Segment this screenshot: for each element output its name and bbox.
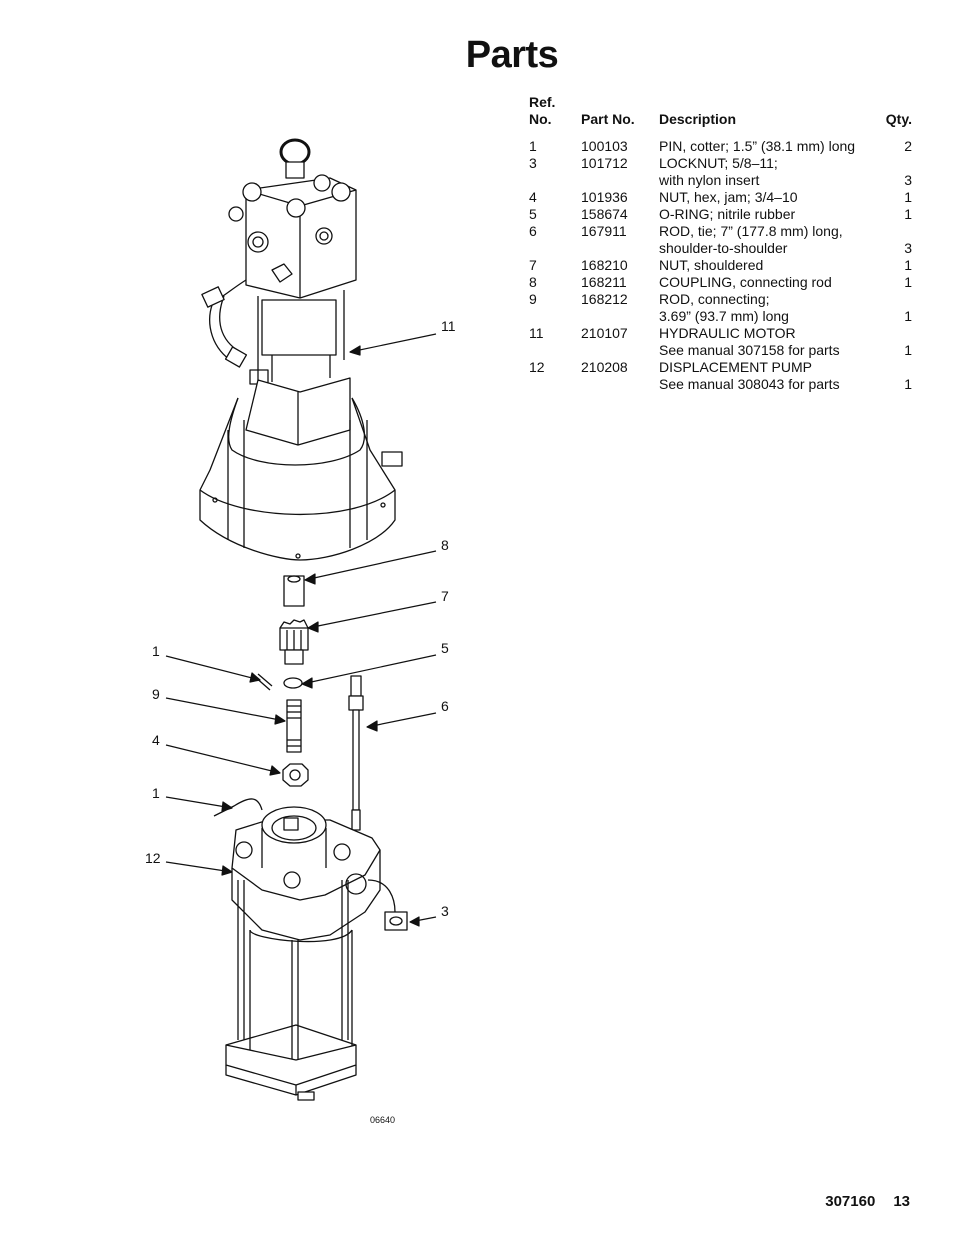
qty-cell: 2: [904, 138, 912, 154]
table-row: 9 168212 ROD, connecting;3.69” (93.7 mm) l…: [529, 291, 912, 325]
parts-table-body: 1 100103 PIN, cotter; 1.5” (38.1 mm) long 2…: [529, 138, 912, 393]
part-no-cell: 167911: [581, 223, 627, 239]
description-line: 3.69” (93.7 mm) long: [659, 308, 789, 324]
part-no-cell: 100103: [581, 138, 628, 154]
ref-no-cell: 6: [529, 223, 537, 239]
description-line: NUT, shouldered: [659, 257, 764, 273]
part-no-cell: 158674: [581, 206, 628, 222]
callout-3: 3: [441, 903, 449, 919]
page-footer: 307160 13: [807, 1193, 910, 1210]
description-line: HYDRAULIC MOTOR: [659, 325, 796, 341]
description-line: See manual 308043 for parts: [659, 376, 840, 392]
ref-no-cell: 7: [529, 257, 537, 273]
description-line: ROD, tie; 7” (177.8 mm) long,: [659, 223, 843, 239]
description-line: ROD, connecting;: [659, 291, 770, 307]
table-row: 8 168211 COUPLING, connecting rod 1: [529, 274, 912, 291]
part-no-cell: 210208: [581, 359, 628, 375]
description-cell: NUT, hex, jam; 3/4–10: [659, 189, 867, 206]
qty-cell: 1: [904, 308, 912, 324]
page-number: 13: [893, 1193, 910, 1210]
qty-cell: 1: [904, 189, 912, 205]
description-line: COUPLING, connecting rod: [659, 274, 832, 290]
callout-5: 5: [441, 640, 449, 656]
callout-6: 6: [441, 698, 449, 714]
ref-no-cell: 3: [529, 155, 537, 171]
callout-4: 4: [152, 732, 160, 748]
manual-number: 307160: [825, 1193, 876, 1210]
shouldered-nut-drawing: [279, 619, 309, 665]
part-no-cell: 168210: [581, 257, 628, 273]
description-line: with nylon insert: [659, 172, 760, 188]
table-row: 3 101712 LOCKNUT; 5/8–11;with nylon insert…: [529, 155, 912, 189]
hydraulic-motor-drawing: [199, 138, 403, 561]
qty-cell: 1: [904, 376, 912, 392]
description-line: DISPLACEMENT PUMP: [659, 359, 812, 375]
ref-no-cell: 5: [529, 206, 537, 222]
ref-no-cell: 12: [529, 359, 545, 375]
ref-no-cell: 11: [529, 325, 544, 341]
description-cell: O-RING; nitrile rubber: [659, 206, 867, 223]
exploded-parts-drawing: [165, 138, 437, 1101]
callout-11: 11: [441, 318, 456, 334]
callout-1-lower: 1: [152, 785, 160, 801]
parts-table: Ref. No. Part No. Description Qty. 1 1001…: [529, 94, 912, 393]
description-line: PIN, cotter; 1.5” (38.1 mm) long: [659, 138, 856, 154]
coupling-drawing: [283, 575, 305, 607]
description-line: LOCKNUT; 5/8–11;: [659, 155, 778, 171]
qty-cell: 3: [904, 240, 912, 256]
ref-no-cell: 1: [529, 138, 537, 154]
qty-cell: 1: [904, 342, 912, 358]
part-no-cell: 210107: [581, 325, 628, 341]
callout-7: 7: [441, 588, 449, 604]
description-cell: LOCKNUT; 5/8–11;with nylon insert: [659, 155, 867, 189]
qty-cell: 1: [904, 257, 912, 273]
description-cell: PIN, cotter; 1.5” (38.1 mm) long: [659, 138, 867, 155]
part-no-cell: 168212: [581, 291, 628, 307]
tie-rod-drawing: [348, 675, 364, 831]
header-qty: Qty.: [885, 111, 912, 127]
description-cell: NUT, shouldered: [659, 257, 867, 274]
description-line: O-RING; nitrile rubber: [659, 206, 796, 222]
callout-12: 12: [145, 850, 161, 866]
table-row: 4 101936 NUT, hex, jam; 3/4–10 1: [529, 189, 912, 206]
callout-9: 9: [152, 686, 160, 702]
description-cell: COUPLING, connecting rod: [659, 274, 867, 291]
qty-cell: 1: [904, 274, 912, 290]
description-cell: ROD, tie; 7” (177.8 mm) long,shoulder-to…: [659, 223, 867, 257]
ref-no-cell: 9: [529, 291, 537, 307]
part-no-cell: 168211: [581, 274, 627, 290]
part-no-cell: 101712: [581, 155, 628, 171]
qty-cell: 3: [904, 172, 912, 188]
page-title: Parts: [465, 34, 559, 76]
figure-number: 06640: [370, 1115, 396, 1125]
cotter-pin-lower-drawing: [213, 798, 263, 817]
callout-8: 8: [441, 537, 449, 553]
description-line: shoulder-to-shoulder: [659, 240, 788, 256]
connecting-rod-drawing: [286, 699, 302, 753]
description-line: NUT, hex, jam; 3/4–10: [659, 189, 798, 205]
header-description: Description: [659, 111, 737, 127]
table-header-row: Ref. No. Part No. Description Qty.: [529, 94, 912, 138]
ref-no-cell: 4: [529, 189, 537, 205]
qty-cell: 1: [904, 206, 912, 222]
ref-no-cell: 8: [529, 274, 537, 290]
table-row: 6 167911 ROD, tie; 7” (177.8 mm) long,shou…: [529, 223, 912, 257]
jam-nut-drawing: [282, 763, 309, 787]
displacement-pump-drawing: [225, 806, 408, 1101]
header-part-no: Part No.: [581, 111, 635, 127]
o-ring-drawing: [283, 677, 303, 689]
part-no-cell: 101936: [581, 189, 628, 205]
header-ref-no: Ref. No.: [529, 94, 556, 127]
callout-1-upper: 1: [152, 643, 160, 659]
description-cell: ROD, connecting;3.69” (93.7 mm) long: [659, 291, 867, 325]
table-row: 7 168210 NUT, shouldered 1: [529, 257, 912, 274]
table-row: 5 158674 O-RING; nitrile rubber 1: [529, 206, 912, 223]
description-line: See manual 307158 for parts: [659, 342, 840, 358]
table-row: 1 100103 PIN, cotter; 1.5” (38.1 mm) long 2: [529, 138, 912, 155]
